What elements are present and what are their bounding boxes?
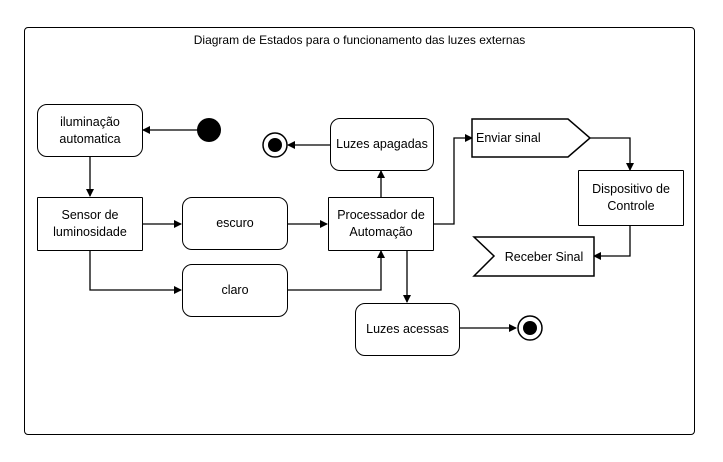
state-acessas-label: Luzes acessas (366, 322, 449, 337)
final-state-apagadas (262, 132, 288, 158)
receive-signal-label: Receber Sinal (504, 249, 584, 264)
state-sensor-luminosidade: Sensor de luminosidade (37, 197, 143, 251)
state-luzes-apagadas: Luzes apagadas (330, 118, 434, 171)
initial-state (197, 118, 221, 142)
arrow-sensor-to-claro (89, 251, 182, 294)
state-processador-automacao: Processador de Automação (328, 197, 434, 251)
final-state-acessas (517, 315, 543, 341)
state-iluminacao-automatica: iluminação automatica (37, 104, 143, 157)
send-signal-label: Enviar sinal (476, 131, 541, 145)
state-iluminacao-label: iluminação automatica (59, 114, 121, 146)
arrow-dispositivo-to-receber (593, 226, 631, 260)
state-luzes-acessas: Luzes acessas (355, 303, 460, 356)
state-escuro: escuro (182, 197, 288, 250)
state-dispositivo-label: Dispositivo de Controle (592, 182, 670, 213)
state-processador-label: Processador de Automação (337, 208, 425, 239)
send-signal-shape (471, 118, 592, 158)
state-dispositivo-controle: Dispositivo de Controle (578, 170, 684, 226)
state-sensor-label: Sensor de luminosidade (53, 208, 127, 239)
diagram-title: Diagram de Estados para o funcionamento … (193, 33, 526, 47)
arrow-processador-to-enviar (434, 134, 473, 225)
send-signal-enviar: Enviar sinal (472, 119, 572, 157)
receive-signal-shape (472, 236, 595, 277)
state-claro-label: claro (221, 283, 249, 298)
state-apagadas-label: Luzes apagadas (336, 137, 428, 152)
state-escuro-label: escuro (216, 216, 254, 231)
arrow-claro-to-processador (288, 250, 385, 291)
state-claro: claro (182, 264, 288, 317)
diagram-frame (24, 27, 695, 435)
receive-signal-receber: Receber Sinal (494, 237, 594, 276)
arrow-enviar-to-dispositivo (590, 137, 634, 171)
